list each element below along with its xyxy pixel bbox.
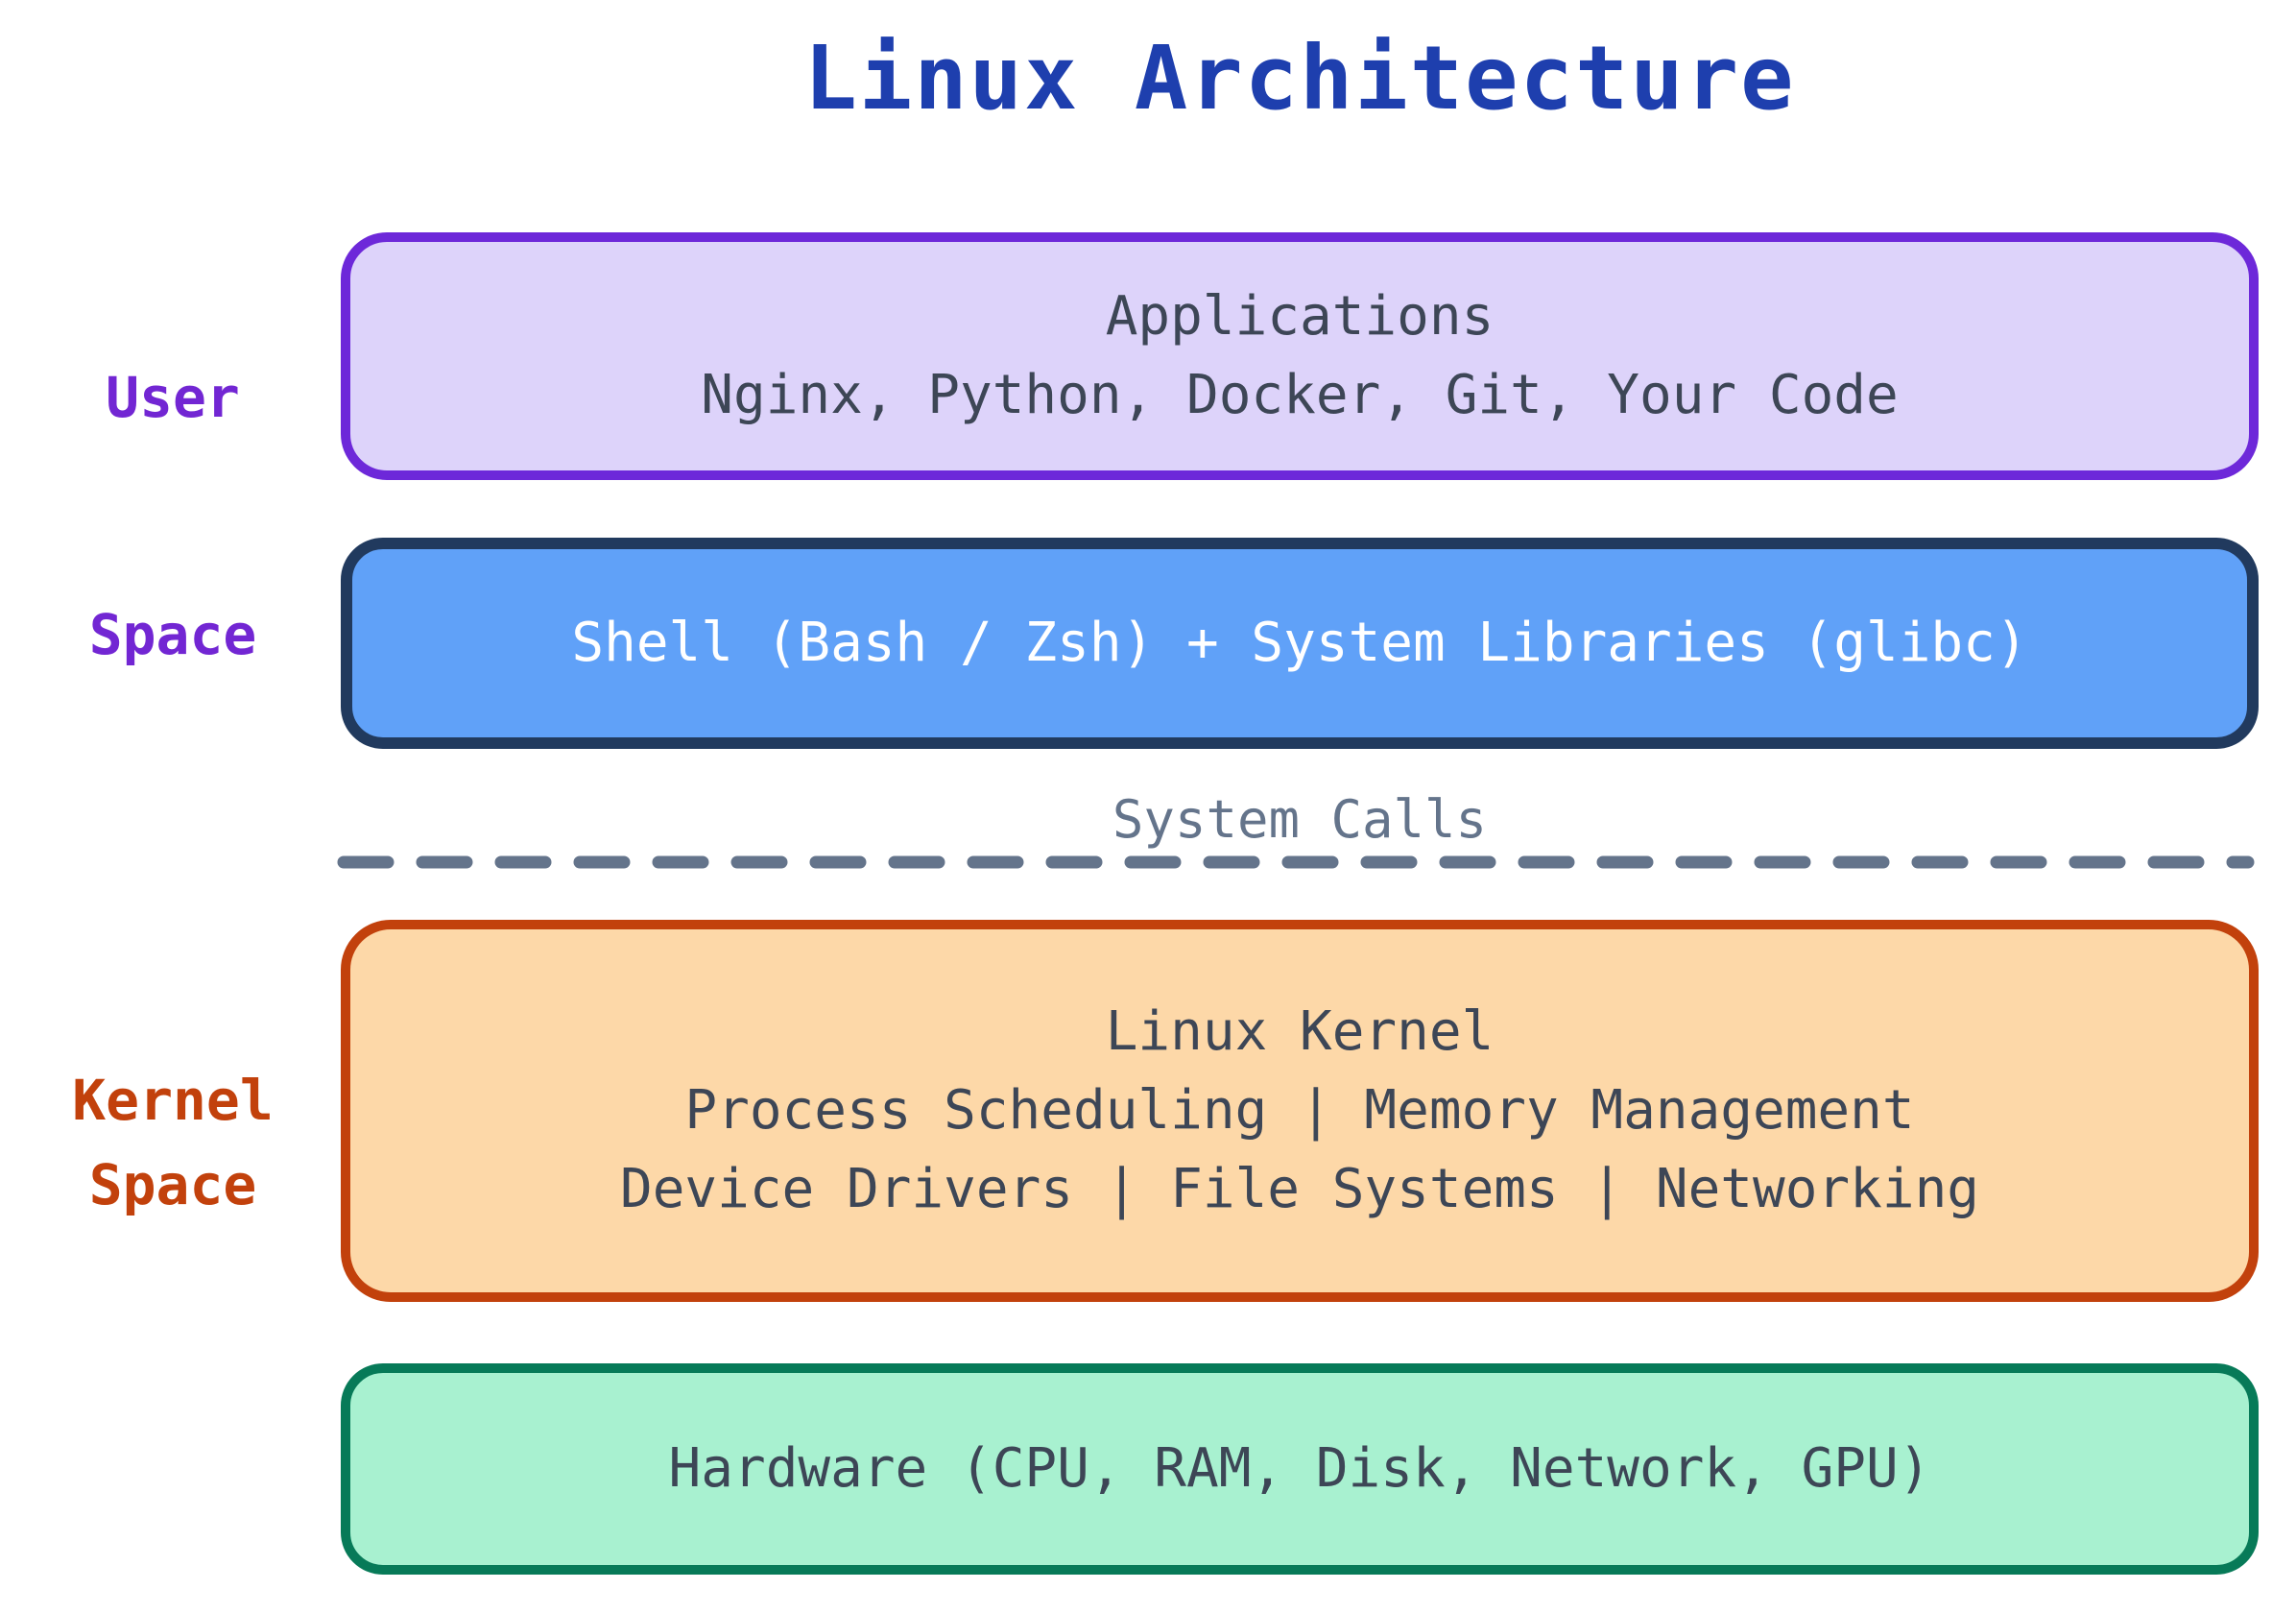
kernel-layer-box: Linux Kernel Process Scheduling | Memory…	[341, 920, 2259, 1302]
kernel-space-label-line1: Kernel	[72, 1068, 274, 1133]
user-space-label-line1: User	[106, 365, 240, 430]
system-calls-label: System Calls	[1112, 789, 1488, 850]
kernel-space-label-line2: Space	[88, 1152, 257, 1217]
shell-layer-title: Shell (Bash / Zsh) + System Libraries (g…	[571, 612, 2028, 674]
kernel-layer-line2: Process Scheduling | Memory Management	[684, 1079, 1915, 1142]
kernel-layer-title: Linux Kernel	[1105, 1000, 1495, 1063]
applications-layer-box: Applications Nginx, Python, Docker, Git,…	[341, 232, 2259, 480]
page-title: Linux Architecture	[803, 27, 1796, 130]
shell-layer-box: Shell (Bash / Zsh) + System Libraries (g…	[341, 538, 2259, 749]
hardware-layer-box: Hardware (CPU, RAM, Disk, Network, GPU)	[341, 1363, 2259, 1575]
applications-layer-title: Applications	[1105, 285, 1495, 348]
applications-layer-subtitle: Nginx, Python, Docker, Git, Your Code	[701, 364, 1899, 426]
system-calls-dashed-divider	[337, 855, 2255, 869]
user-space-label: User Space	[19, 365, 326, 667]
hardware-layer-title: Hardware (CPU, RAM, Disk, Network, GPU)	[668, 1437, 1931, 1500]
kernel-layer-line3: Device Drivers | File Systems | Networki…	[619, 1158, 1980, 1220]
kernel-space-label: Kernel Space	[19, 1058, 326, 1227]
user-space-label-line2: Space	[88, 602, 257, 667]
